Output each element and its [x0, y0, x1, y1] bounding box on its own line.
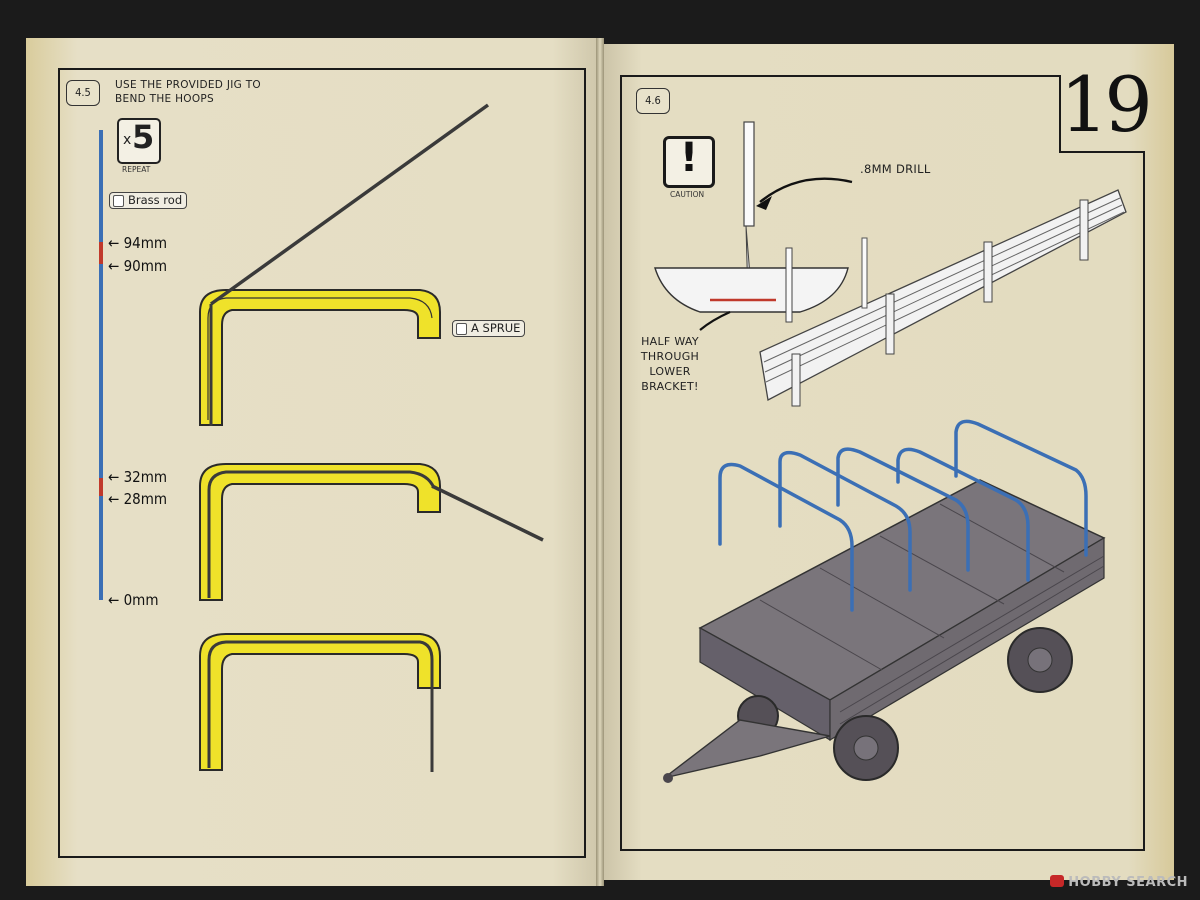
book-spine: [596, 38, 604, 886]
page-number: 19: [1060, 60, 1153, 149]
callout-line-2: THROUGH: [640, 350, 700, 363]
jig-bend-stage-1: [199, 103, 490, 426]
step-badge-4-5: 4.5: [66, 80, 100, 106]
drill-diagram: [654, 121, 853, 331]
callout-line-4: BRACKET!: [641, 380, 699, 393]
left-page: [26, 38, 598, 886]
brass-rod-ruler: [99, 130, 103, 600]
instruction-line-1: USE THE PROVIDED JIG TO: [115, 79, 261, 91]
callout-line-3: LOWER: [649, 365, 691, 378]
caution-label: CAUTION: [670, 190, 705, 199]
bracket-callout: HALF WAY THROUGH LOWER BRACKET!: [638, 334, 702, 394]
measure-90mm: ← 90mm: [108, 257, 168, 275]
callout-line-1: HALF WAY: [641, 335, 699, 348]
drill-label: .8MM DRILL: [860, 162, 931, 176]
sprue-tag: A SPRUE: [452, 320, 526, 337]
measure-32mm: ← 32mm: [108, 468, 168, 486]
watermark-logo-icon: [1050, 875, 1065, 887]
marker-94-90: [99, 242, 103, 264]
jig-bend-stage-3: [199, 633, 441, 772]
brass-rod-tag: Brass rod: [109, 192, 188, 209]
jig-bend-stage-2: [199, 463, 544, 601]
repeat-box: x 5: [117, 118, 161, 164]
measure-94mm: ← 94mm: [108, 234, 168, 252]
repeat-count: 5: [132, 118, 155, 156]
measure-28mm: ← 28mm: [108, 490, 168, 508]
instruction-text: USE THE PROVIDED JIG TO BEND THE HOOPS: [115, 78, 261, 106]
caution-icon: !: [663, 135, 715, 188]
trailer-model: [663, 479, 1106, 783]
hoops: [718, 419, 1088, 612]
marker-32-28: [99, 478, 103, 496]
watermark: HOBBY SEARCH: [1050, 875, 1188, 890]
side-panel: [759, 189, 1127, 407]
instruction-line-2: BEND THE HOOPS: [115, 93, 215, 105]
repeat-prefix: x: [123, 132, 132, 148]
left-step-frame: [58, 68, 586, 858]
repeat-label: REPEAT: [122, 165, 151, 174]
step-badge-4-6: 4.6: [636, 88, 670, 114]
right-step-frame: [620, 75, 1145, 851]
measure-0mm: ← 0mm: [108, 591, 159, 609]
